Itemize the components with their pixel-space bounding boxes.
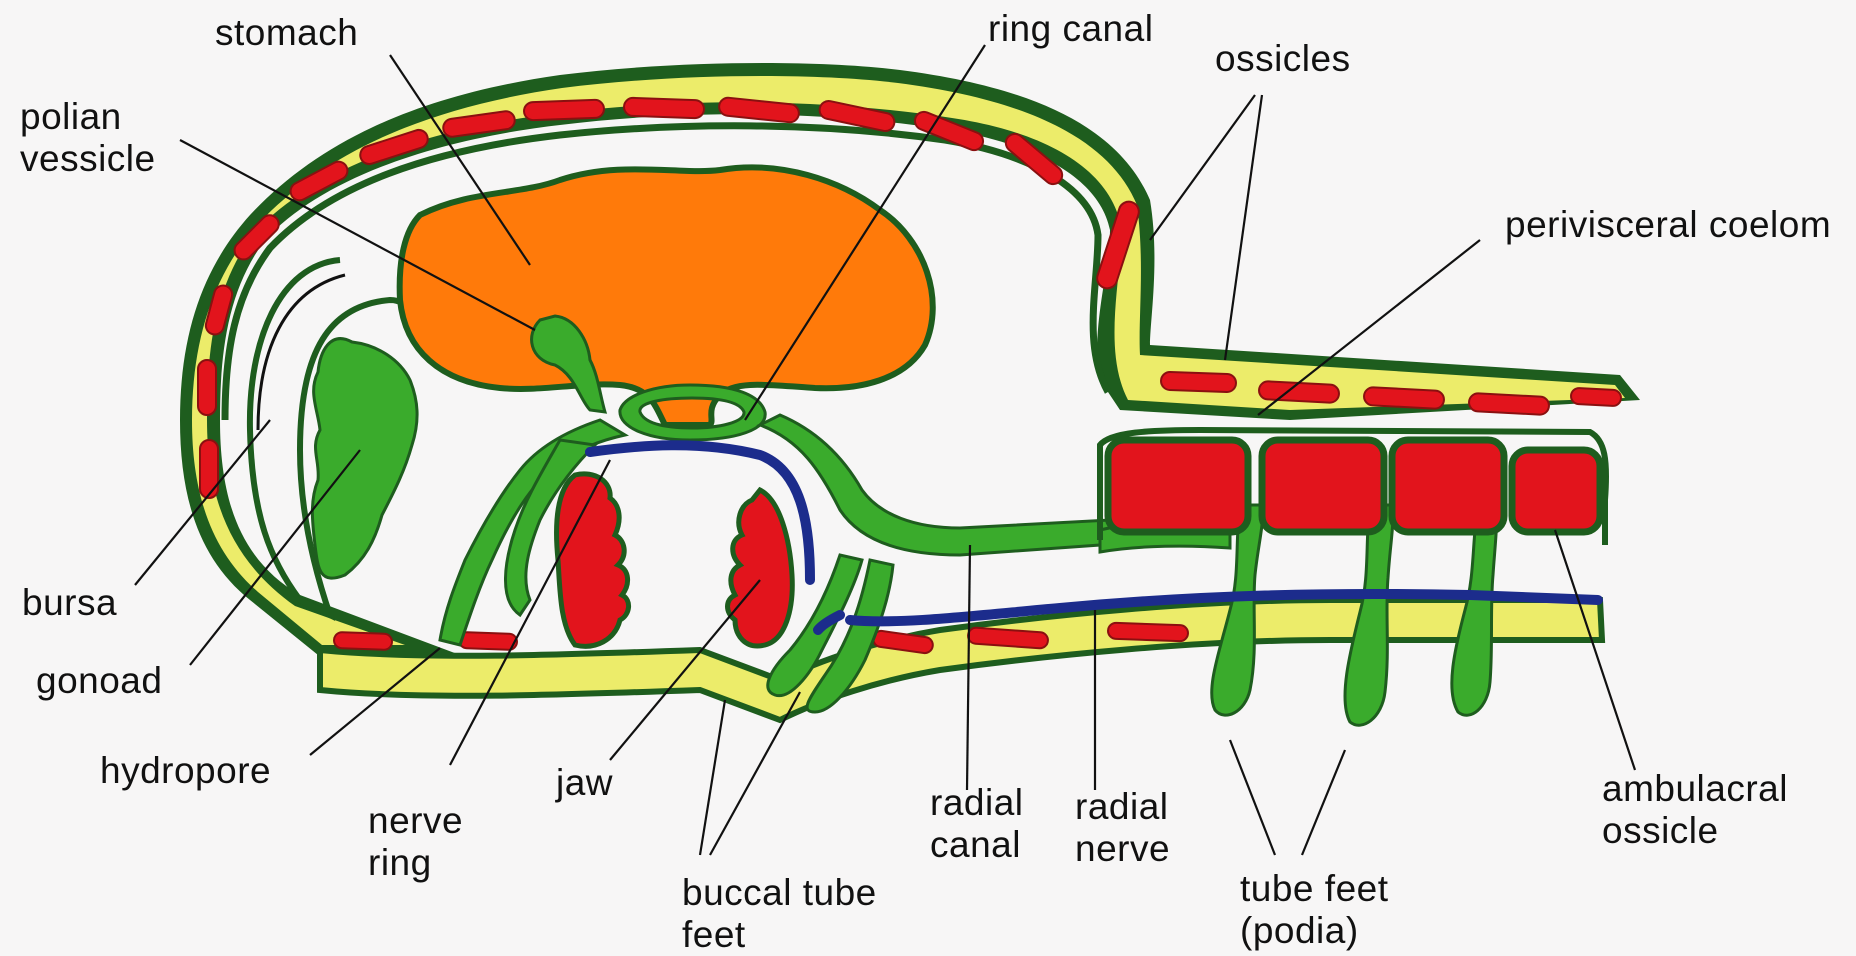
label-polian-line1: polian	[20, 96, 156, 138]
label-gonoad-text: gonoad	[36, 660, 162, 701]
ossicle	[459, 632, 518, 650]
ambulacral-ossicles	[1108, 440, 1600, 532]
ossicle	[1161, 372, 1237, 393]
label-radial-canal-line1: radial	[930, 782, 1024, 824]
label-radial-canal: radial canal	[930, 782, 1024, 866]
ambulacral-ossicle	[1108, 440, 1248, 532]
label-ring-line2: ring	[368, 842, 463, 884]
ossicle	[524, 100, 605, 121]
label-buccal-line1: buccal tube	[682, 872, 877, 914]
ossicle	[1364, 387, 1445, 409]
label-perivisceral-coelom-text: perivisceral coelom	[1505, 204, 1831, 245]
ossicle	[200, 440, 218, 498]
label-vessicle-line2: vessicle	[20, 138, 156, 180]
ossicle	[1469, 393, 1550, 415]
label-ambulacral-line1: ambulacral	[1602, 768, 1788, 810]
label-ring-canal-text: ring canal	[988, 8, 1153, 49]
jaw-left	[557, 474, 629, 646]
pointer-radial-canal	[967, 545, 970, 790]
label-buccal-tube-feet: buccal tube feet	[682, 872, 877, 956]
pointer-ossicles-2	[1225, 95, 1262, 360]
label-bursa: bursa	[22, 582, 117, 624]
label-tube-feet-line2: (podia)	[1240, 910, 1389, 952]
label-polian-vessicle: polian vessicle	[20, 96, 156, 180]
label-radial-nerve: radial nerve	[1075, 786, 1170, 870]
label-bursa-text: bursa	[22, 582, 117, 623]
label-stomach: stomach	[215, 12, 358, 54]
pointer-buccal-1	[700, 700, 725, 855]
label-radial-nerve-line1: radial	[1075, 786, 1170, 828]
pointer-ossicles-1	[1150, 95, 1255, 240]
canal-right-arm	[760, 415, 1120, 555]
label-tube-feet-line1: tube feet	[1240, 868, 1389, 910]
pointer-buccal-2	[710, 692, 800, 855]
label-ossicles-text: ossicles	[1215, 38, 1351, 79]
ossicle	[334, 632, 393, 650]
jaw-right	[728, 490, 793, 646]
pointer-tube-feet-2	[1302, 750, 1345, 855]
label-ring-canal: ring canal	[988, 8, 1153, 50]
label-nerve-line1: nerve	[368, 800, 463, 842]
ambulacral-ossicle	[1512, 450, 1600, 532]
label-gonoad: gonoad	[36, 660, 162, 702]
jaws	[557, 474, 793, 646]
label-nerve-ring: nerve ring	[368, 800, 463, 884]
ossicle	[624, 98, 705, 119]
label-jaw: jaw	[556, 762, 613, 804]
pointer-tube-feet-1	[1230, 740, 1275, 855]
label-tube-feet: tube feet (podia)	[1240, 868, 1389, 952]
ossicle	[1571, 388, 1622, 407]
gonad	[312, 339, 417, 579]
label-radial-nerve-line2: nerve	[1075, 828, 1170, 870]
ossicle	[198, 360, 216, 415]
ossicle	[1108, 623, 1189, 642]
label-radial-canal-line2: canal	[930, 824, 1024, 866]
label-ambulacral-line2: ossicle	[1602, 810, 1788, 852]
label-buccal-line2: feet	[682, 914, 877, 956]
pointer-ambulacral-ossicle	[1555, 530, 1635, 770]
label-perivisceral-coelom: perivisceral coelom	[1505, 204, 1831, 246]
label-ambulacral-ossicle: ambulacral ossicle	[1602, 768, 1788, 852]
ambulacral-ossicle	[1262, 440, 1384, 532]
label-hydropore-text: hydropore	[100, 750, 271, 791]
label-jaw-text: jaw	[556, 762, 613, 803]
label-hydropore: hydropore	[100, 750, 271, 792]
label-stomach-text: stomach	[215, 12, 358, 53]
ossicle	[1259, 381, 1340, 403]
label-ossicles: ossicles	[1215, 38, 1351, 80]
ambulacral-ossicle	[1392, 440, 1504, 532]
